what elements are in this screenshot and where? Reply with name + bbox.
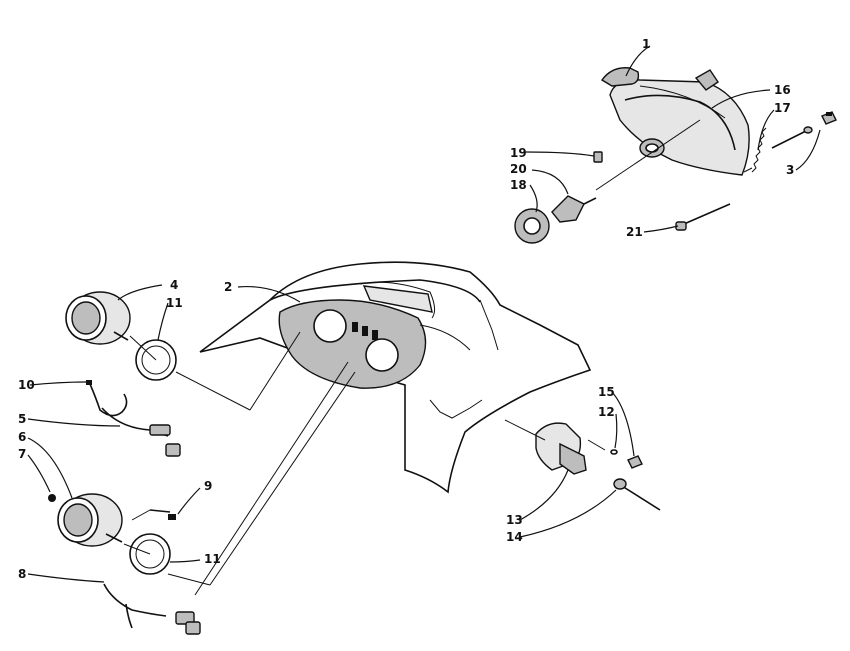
callout-9: 9 — [204, 479, 212, 493]
callout-2: 2 — [224, 280, 232, 294]
callout-1: 1 — [642, 37, 650, 51]
callout-11-upper: 11 — [166, 296, 183, 310]
cable-14 — [613, 478, 661, 511]
bulb-ring-18 — [514, 208, 550, 244]
callout-21: 21 — [626, 225, 643, 239]
callout-17: 17 — [774, 101, 791, 115]
console-hood — [199, 261, 592, 494]
callout-3: 3 — [786, 163, 794, 177]
speedometer-gauge — [65, 291, 131, 345]
callout-20: 20 — [510, 162, 527, 176]
adjuster-nut — [821, 111, 837, 125]
leader-lines — [27, 45, 821, 583]
tachometer-gauge — [57, 493, 123, 547]
callout-8: 8 — [18, 567, 26, 581]
headlight-bracket — [600, 67, 640, 87]
wire-9 — [149, 509, 176, 520]
assembly-lines — [123, 331, 606, 596]
wiring-harness-lower — [103, 583, 201, 635]
nut-15 — [627, 455, 643, 469]
callout-4: 4 — [170, 278, 178, 292]
callout-7: 7 — [18, 447, 26, 461]
callout-13: 13 — [506, 513, 523, 527]
bolt-21 — [675, 203, 731, 231]
callout-14: 14 — [506, 530, 523, 544]
headlight-housing — [609, 79, 750, 176]
switch-13 — [535, 422, 587, 475]
bulb-7 — [48, 494, 56, 502]
washer-12 — [610, 449, 618, 455]
callout-6: 6 — [18, 430, 26, 444]
headlight-clip — [694, 69, 719, 91]
callout-19: 19 — [510, 146, 527, 160]
callout-16: 16 — [774, 83, 791, 97]
socket-20 — [551, 195, 597, 223]
adjuster-screw — [771, 126, 813, 149]
wiring-harness-upper — [86, 380, 181, 457]
callout-15: 15 — [598, 385, 615, 399]
screw-19 — [593, 151, 603, 163]
callout-18: 18 — [510, 178, 527, 192]
callout-labels: 1 2 3 4 5 6 7 8 9 10 11 11 12 13 14 15 1… — [18, 37, 794, 581]
callout-11-lower: 11 — [204, 552, 221, 566]
callout-12: 12 — [598, 405, 615, 419]
callout-5: 5 — [18, 412, 26, 426]
adjuster-spring — [751, 127, 767, 173]
callout-10: 10 — [18, 378, 35, 392]
